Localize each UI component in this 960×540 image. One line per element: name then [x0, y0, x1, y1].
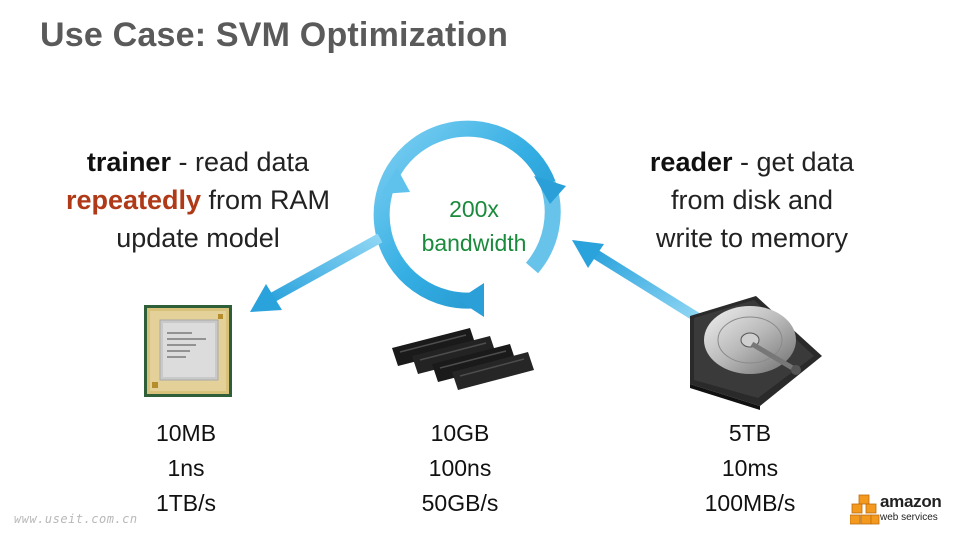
reader-keyword: reader — [649, 147, 733, 177]
disk-bandwidth: 100MB/s — [704, 490, 796, 516]
disk-latency: 10ms — [721, 455, 779, 481]
ram-bandwidth: 50GB/s — [421, 490, 499, 516]
repeatedly-highlight: repeatedly — [65, 185, 202, 215]
cpu-chip-icon — [144, 305, 232, 397]
ram-size: 10GB — [430, 420, 490, 446]
aws-logo-line2: web services — [880, 512, 938, 523]
cpu-bandwidth: 1TB/s — [155, 490, 217, 516]
hard-disk-icon — [690, 296, 822, 410]
cycle-arrow-icon — [373, 120, 566, 317]
trainer-line3: update model — [116, 223, 280, 253]
trainer-line1: - read data — [170, 147, 310, 177]
arrow-to-cpu-icon — [250, 233, 383, 312]
trainer-description: trainer - read data repeatedly from RAM … — [38, 143, 358, 257]
cpu-size: 10MB — [155, 420, 217, 446]
arrow-from-disk-icon — [572, 240, 701, 323]
reader-description: reader - get data from disk and write to… — [592, 143, 912, 257]
reader-line1: - get data — [732, 147, 855, 177]
aws-logo: amazon web services — [850, 490, 950, 532]
ram-stats: 10GB 100ns 50GB/s — [360, 416, 560, 521]
watermark-text: www.useit.com.cn — [14, 512, 138, 526]
reader-line2: from disk and — [670, 185, 834, 215]
disk-stats: 5TB 10ms 100MB/s — [650, 416, 850, 521]
ram-modules-icon — [392, 328, 534, 390]
aws-cubes-icon — [850, 494, 880, 525]
cpu-stats: 10MB 1ns 1TB/s — [86, 416, 286, 521]
aws-logo-line1: amazon — [880, 492, 942, 511]
trainer-line2: from RAM — [201, 185, 331, 215]
reader-line3: write to memory — [655, 223, 849, 253]
slide-title: Use Case: SVM Optimization — [40, 16, 509, 54]
ram-latency: 100ns — [428, 455, 492, 481]
cpu-latency: 1ns — [167, 455, 205, 481]
bandwidth-label: 200x bandwidth — [394, 192, 554, 260]
bandwidth-multiplier: 200x — [449, 196, 499, 222]
disk-size: 5TB — [728, 420, 772, 446]
trainer-keyword: trainer — [86, 147, 171, 177]
bandwidth-word: bandwidth — [421, 230, 527, 256]
